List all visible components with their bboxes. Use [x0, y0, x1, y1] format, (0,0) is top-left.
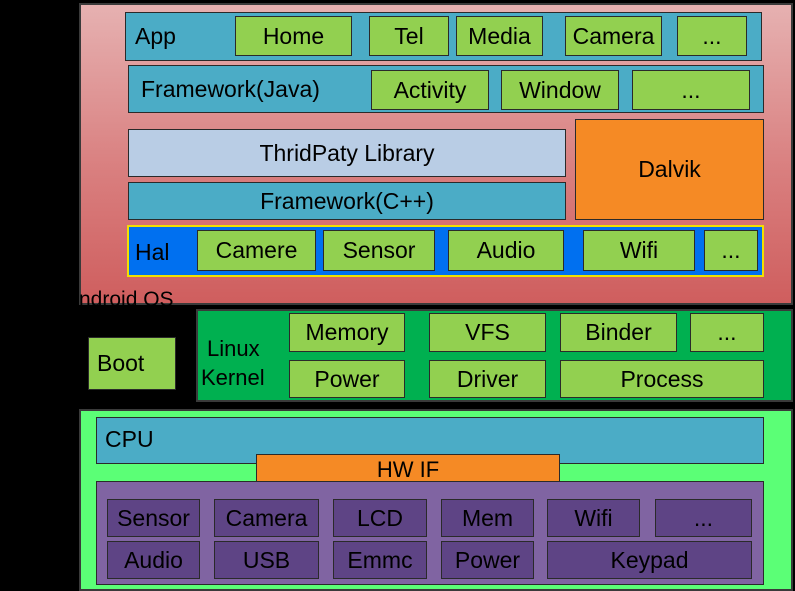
app-tel: Tel	[369, 16, 449, 56]
hw-mem: Mem	[441, 499, 534, 537]
hal-more: ...	[704, 230, 758, 271]
hw-audio: Audio	[107, 541, 200, 579]
app-camera: Camera	[565, 16, 662, 56]
framework-cpp: Framework(C++)	[128, 182, 566, 220]
kernel-vfs: VFS	[429, 313, 546, 352]
boot: Boot	[88, 337, 176, 390]
dalvik: Dalvik	[575, 119, 764, 220]
kernel-binder: Binder	[560, 313, 677, 352]
app-home: Home	[235, 16, 352, 56]
kernel-driver: Driver	[429, 360, 546, 398]
hw-lcd: LCD	[333, 499, 427, 537]
hw-camera: Camera	[214, 499, 319, 537]
hw-sensor: Sensor	[107, 499, 200, 537]
hw-more: ...	[655, 499, 752, 537]
third-party-library: ThridPaty Library	[128, 129, 566, 177]
framework-activity: Activity	[371, 70, 489, 110]
kernel-more: ...	[690, 313, 764, 352]
hal-audio: Audio	[448, 230, 564, 271]
framework-java-label: Framework(Java)	[141, 76, 320, 102]
hal-wifi: Wifi	[583, 230, 695, 271]
kernel-process: Process	[560, 360, 764, 398]
kernel-power: Power	[289, 360, 405, 398]
android-os-label: ndroid OS	[79, 288, 174, 311]
kernel-memory: Memory	[289, 313, 405, 352]
hal-sensor: Sensor	[323, 230, 435, 271]
framework-window: Window	[501, 70, 619, 110]
framework-more: ...	[632, 70, 750, 110]
app-label: App	[135, 23, 176, 49]
hw-emmc: Emmc	[333, 541, 427, 579]
hal-camere: Camere	[197, 230, 316, 271]
hw-keypad: Keypad	[547, 541, 752, 579]
hw-wifi: Wifi	[547, 499, 640, 537]
hal-label: Hal	[135, 239, 170, 265]
hw-usb: USB	[214, 541, 319, 579]
app-media: Media	[456, 16, 543, 56]
kernel-label-line1: Linux	[207, 336, 260, 361]
kernel-label-line2: Kernel	[201, 365, 265, 390]
hw-power: Power	[441, 541, 534, 579]
cpu: CPU	[96, 417, 764, 464]
hw-if: HW IF	[256, 454, 560, 486]
app-more: ...	[677, 16, 747, 56]
